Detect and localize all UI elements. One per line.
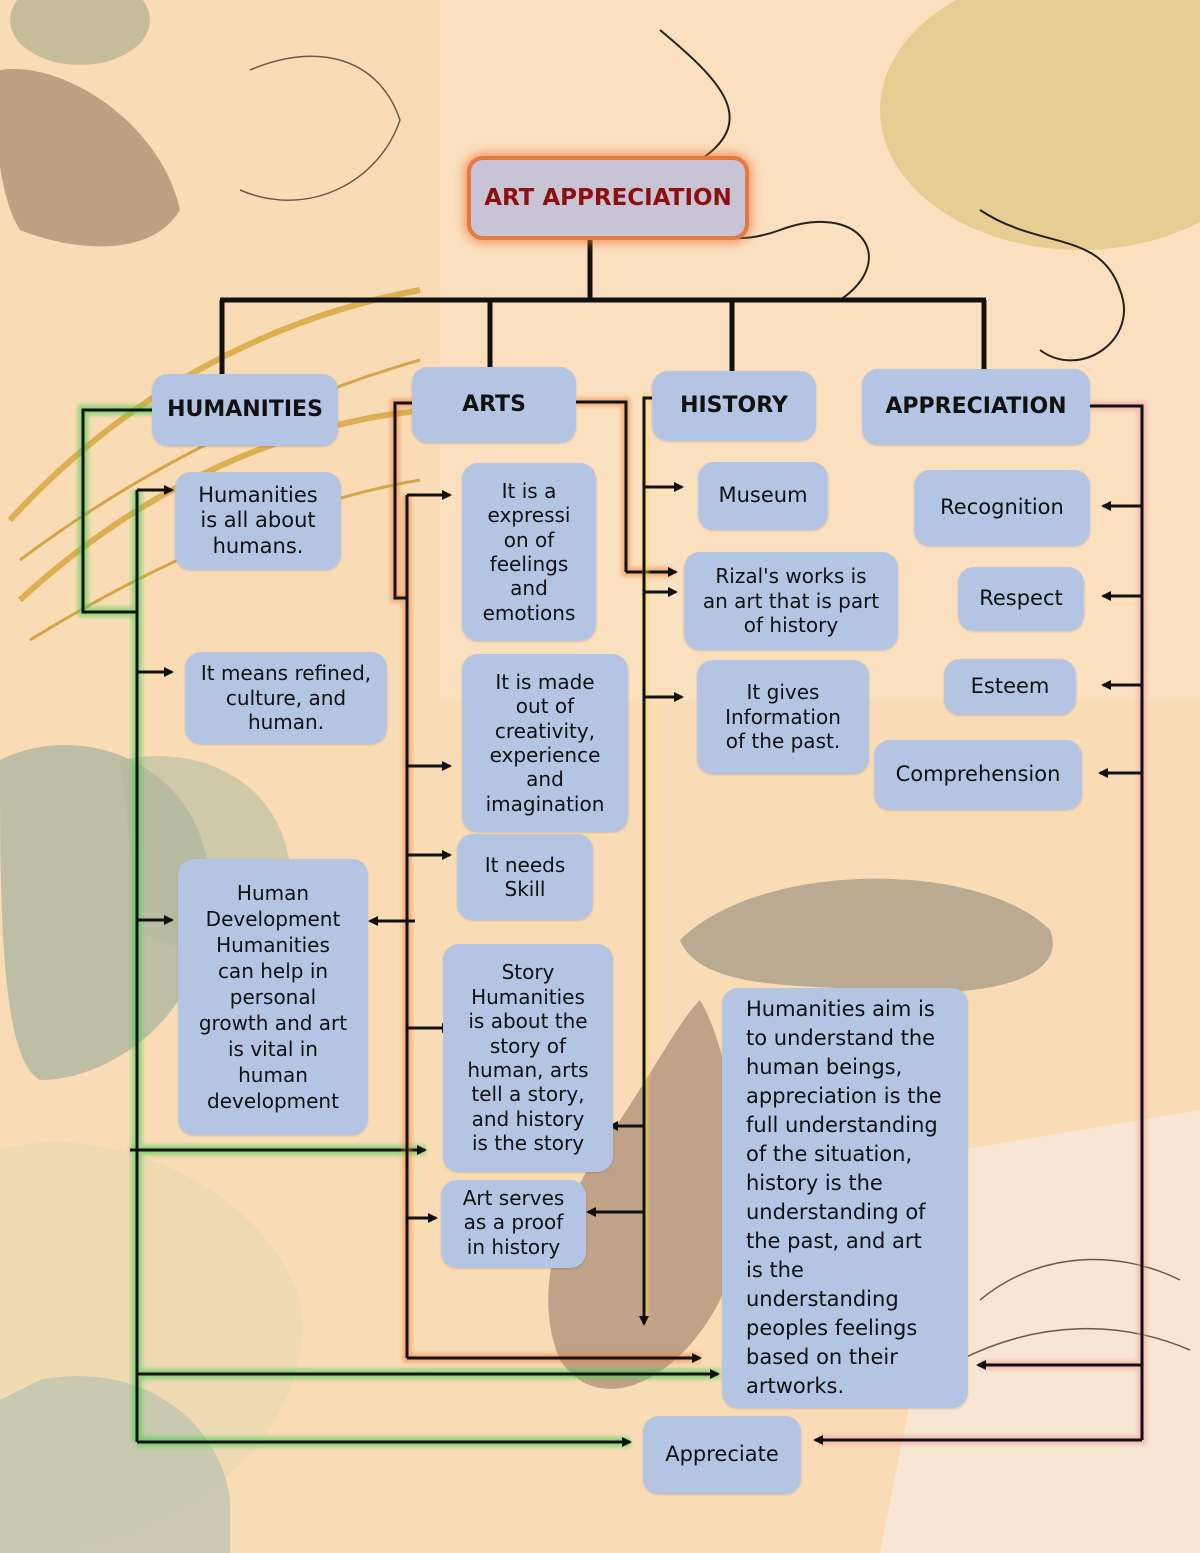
category-humanities: HUMANITIES xyxy=(152,374,338,446)
appreciate-node: Appreciate xyxy=(643,1416,801,1494)
arts-story: Story Humanities is about the story of h… xyxy=(443,944,613,1172)
arts-creativity: It is made out of creativity, experience… xyxy=(462,654,628,832)
category-history: HISTORY xyxy=(652,371,816,441)
history-rizal: Rizal's works is an art that is part of … xyxy=(684,552,898,650)
appreciation-esteem: Esteem xyxy=(944,659,1076,715)
appreciation-respect: Respect xyxy=(958,567,1084,631)
appreciation-recognition: Recognition xyxy=(914,470,1090,546)
summary-node: Humanities aim is to understand the huma… xyxy=(722,988,968,1408)
category-appreciation: APPRECIATION xyxy=(862,369,1090,445)
title-node: ART APPRECIATION xyxy=(467,156,749,240)
history-museum: Museum xyxy=(698,462,828,530)
arts-proof: Art serves as a proof in history xyxy=(441,1180,586,1268)
arts-skill: It needs Skill xyxy=(457,834,593,920)
humanities-refined: It means refined, culture, and human. xyxy=(185,652,387,744)
humanities-about-humans: Humanities is all about humans. xyxy=(175,472,341,570)
category-arts: ARTS xyxy=(412,367,576,443)
appreciation-comprehension: Comprehension xyxy=(874,740,1082,810)
history-information: It gives Information of the past. xyxy=(697,660,869,774)
humanities-development: Human Development Humanities can help in… xyxy=(178,859,368,1135)
arts-expression: It is a expressi on of feelings and emot… xyxy=(462,463,596,641)
